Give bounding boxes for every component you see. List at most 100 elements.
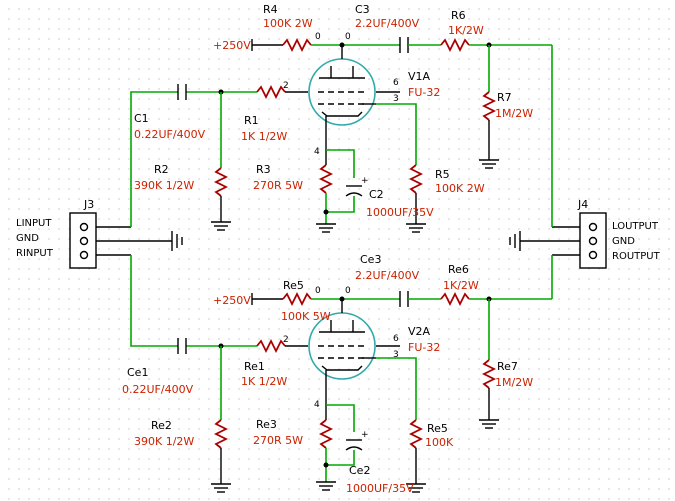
re3-ref: Re3: [256, 418, 277, 431]
resistor-re6: [440, 291, 470, 307]
r2-value: 390K 1/2W: [134, 179, 194, 192]
resistor-re5-load: [408, 419, 424, 449]
re1-value: 1K 1/2W: [241, 375, 287, 388]
connector-j4: J4 LOUTPUT GND ROUTPUT: [520, 198, 661, 269]
resistor-re1: [256, 338, 286, 354]
re7-value: 1M/2W: [495, 376, 533, 389]
capacitor-ce3: [399, 291, 409, 307]
resistor-r6: [440, 37, 470, 53]
resistor-r5: [408, 164, 424, 194]
c1-ref: C1: [134, 112, 149, 125]
re5-plate-value: 100K 5W: [281, 310, 331, 323]
ground-r5: [406, 223, 426, 233]
resistor-r4: [282, 37, 312, 53]
j4-ref: J4: [577, 198, 588, 211]
ground-re5: [406, 483, 426, 493]
capacitor-c3: [399, 37, 409, 53]
ce2-ref: Ce2: [349, 464, 370, 477]
re6-ref: Re6: [448, 263, 469, 276]
c2-value: 1000UF/35V: [366, 206, 434, 219]
svg-text:6: 6: [393, 78, 399, 88]
re5-plate-ref: Re5: [283, 279, 304, 292]
r7-value: 1M/2W: [495, 107, 533, 120]
svg-text:3: 3: [393, 350, 399, 360]
re3-value: 270R 5W: [253, 434, 303, 447]
r3-value: 270R 5W: [253, 179, 303, 192]
r2-ref: R2: [154, 163, 169, 176]
v1a-value: FU-32: [408, 86, 440, 99]
capacitor-c1: [177, 84, 187, 100]
r6-value: 1K/2W: [448, 24, 484, 37]
ground-ce2: [316, 481, 336, 491]
resistor-r2: [213, 167, 229, 197]
svg-text:6: 6: [393, 334, 399, 344]
re5-load-value: 100K: [425, 436, 454, 449]
r1-ref: R1: [244, 114, 259, 127]
ground-j4: [509, 231, 521, 251]
r3-ref: R3: [256, 163, 271, 176]
re7-ref: Re7: [497, 360, 518, 373]
svg-text:0: 0: [315, 32, 321, 42]
svg-text:0: 0: [345, 32, 351, 42]
j4-pin-routput: ROUTPUT: [612, 251, 661, 262]
j3-pin-rinput: RINPUT: [16, 248, 54, 259]
resistor-r7: [481, 91, 497, 121]
channel-bottom: Ce1 0.22UF/400V Re2 390K 1/2W 2 Re1 1K 1…: [122, 253, 553, 495]
supply-bottom: +250V: [213, 294, 251, 307]
r6-ref: R6: [451, 9, 466, 22]
ce2-value: 1000UF/35V: [346, 482, 414, 495]
c3-ref: C3: [355, 3, 370, 16]
ce1-value: 0.22UF/400V: [122, 383, 194, 396]
r7-ref: R7: [497, 91, 512, 104]
capacitor-ce1: [177, 338, 187, 354]
re2-value: 390K 1/2W: [134, 435, 194, 448]
r4-ref: R4: [263, 3, 278, 16]
channel-top: C1 0.22UF/400V R2 390K 1/2W 2 R1 1K 1/2W: [130, 3, 553, 233]
capacitor-c2: +: [345, 176, 369, 197]
ground-c2: [316, 223, 336, 233]
j3-pin-gnd: GND: [16, 233, 39, 244]
re6-value: 1K/2W: [443, 279, 479, 292]
c2-ref: C2: [369, 188, 384, 201]
svg-text:4: 4: [314, 147, 320, 157]
svg-text:2: 2: [283, 335, 289, 345]
svg-text:2: 2: [283, 81, 289, 91]
resistor-re5-plate: [282, 291, 312, 307]
svg-text:3: 3: [393, 94, 399, 104]
v2a-value: FU-32: [408, 341, 440, 354]
r4-value: 100K 2W: [263, 17, 313, 30]
re1-ref: Re1: [244, 360, 265, 373]
ground-re2: [211, 483, 231, 493]
v1a-ref: V1A: [408, 70, 431, 83]
capacitor-ce2: +: [345, 430, 369, 451]
r1-value: 1K 1/2W: [241, 130, 287, 143]
svg-text:+: +: [361, 176, 369, 186]
ground-re7: [479, 419, 499, 429]
j4-pin-loutput: LOUTPUT: [612, 221, 659, 232]
ce3-value: 2.2UF/400V: [355, 269, 420, 282]
resistor-re3: [318, 419, 334, 449]
tube-v1a: [308, 58, 376, 126]
resistor-r3: [318, 164, 334, 194]
j3-pin-linput: LINPUT: [16, 218, 52, 229]
ground-j3: [171, 231, 183, 251]
j4-pin-gnd: GND: [612, 236, 635, 247]
re2-ref: Re2: [151, 419, 172, 432]
ce1-ref: Ce1: [127, 366, 148, 379]
svg-text:0: 0: [345, 286, 351, 296]
c1-value: 0.22UF/400V: [134, 128, 206, 141]
v2a-ref: V2A: [408, 325, 431, 338]
supply-top: +250V: [213, 39, 251, 52]
j3-ref: J3: [83, 198, 94, 211]
svg-text:4: 4: [314, 400, 320, 410]
resistor-re7: [481, 359, 497, 389]
c3-value: 2.2UF/400V: [355, 17, 420, 30]
ground-r7: [479, 159, 499, 169]
re5-load-ref: Re5: [427, 422, 448, 435]
connector-j3: J3 LINPUT GND RINPUT: [16, 198, 172, 269]
svg-text:0: 0: [315, 286, 321, 296]
ground-r2: [211, 221, 231, 231]
resistor-r1: [256, 84, 286, 100]
